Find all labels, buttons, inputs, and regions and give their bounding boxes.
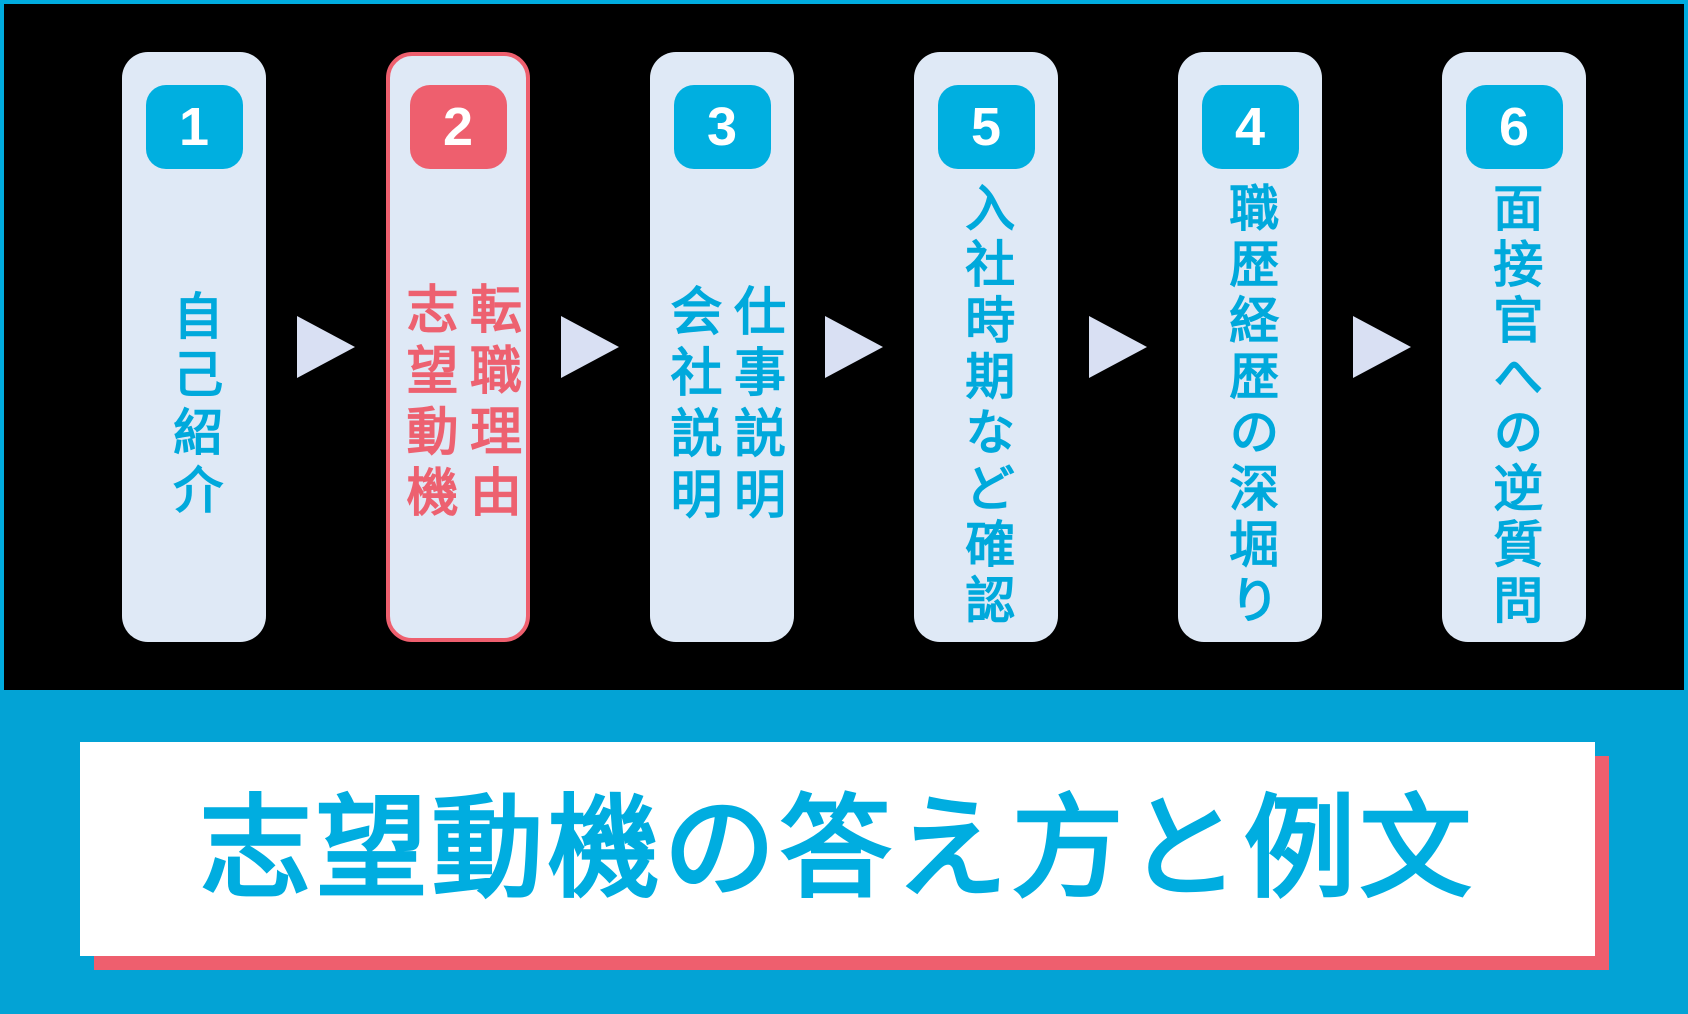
step-card-4: 5 入社時期など確認	[914, 52, 1058, 642]
flow-arrow-cell	[1322, 52, 1442, 642]
step-label-text: 仕事説明	[725, 283, 784, 528]
step-card-3: 3 仕事説明 会社説明	[650, 52, 794, 642]
title-box: 志望動機の答え方と例文	[80, 742, 1595, 956]
step-4-label-area: 入社時期など確認	[914, 169, 1058, 642]
flow-arrow-cell	[1058, 52, 1178, 642]
arrow-right-icon	[1353, 316, 1411, 378]
step-label-text-2: 会社説明	[662, 283, 720, 528]
step-label-text: 職歴経歴の深堀り	[1222, 181, 1279, 630]
step-label: 自己紹介	[163, 290, 226, 522]
step-card-5: 4 職歴経歴の深堀り	[1178, 52, 1322, 642]
step-label-text: 転職理由	[461, 281, 520, 526]
flow-arrow-cell	[266, 52, 386, 642]
step-number: 4	[1234, 97, 1266, 157]
step-number: 2	[442, 97, 474, 157]
step-1-number-badge: 1	[145, 85, 243, 169]
step-5-label-area: 職歴経歴の深堀り	[1178, 169, 1322, 642]
title-banner: 志望動機の答え方と例文	[0, 690, 1688, 1014]
step-6-label-area: 面接官への逆質問	[1442, 169, 1586, 642]
arrow-right-icon	[825, 316, 883, 378]
step-3-label-area: 仕事説明 会社説明	[650, 169, 794, 642]
step-number: 1	[178, 97, 210, 157]
step-card-6: 6 面接官への逆質問	[1442, 52, 1586, 642]
step-3-number-badge: 3	[673, 85, 771, 169]
step-number: 6	[1498, 97, 1530, 157]
step-2-number-badge: 2	[409, 85, 507, 169]
flow-arrow-cell	[530, 52, 650, 642]
step-5-number-badge: 4	[1201, 85, 1299, 169]
step-label: 入社時期など確認	[955, 182, 1018, 630]
step-label-text: 入社時期など確認	[958, 181, 1015, 630]
step-label: 職歴経歴の深堀り	[1219, 182, 1282, 630]
step-label-text: 面接官への逆質問	[1486, 181, 1543, 630]
step-2-label-area: 転職理由 志望動機	[390, 169, 526, 638]
arrow-right-icon	[1089, 316, 1147, 378]
step-label: 面接官への逆質問	[1483, 182, 1546, 630]
step-number: 3	[706, 97, 738, 157]
step-1-label-area: 自己紹介	[122, 169, 266, 642]
step-4-number-badge: 5	[937, 85, 1035, 169]
step-label: 転職理由 志望動機	[395, 282, 522, 526]
step-label-text-2: 志望動機	[398, 281, 456, 526]
interview-flow-diagram: 1 自己紹介 2 転職理由 志望動機	[0, 0, 1688, 690]
arrow-right-icon	[561, 316, 619, 378]
page-title: 志望動機の答え方と例文	[199, 786, 1476, 911]
step-card-1: 1 自己紹介	[122, 52, 266, 642]
step-label-text: 自己紹介	[166, 289, 223, 522]
step-label: 仕事説明 会社説明	[659, 284, 786, 528]
step-number: 5	[970, 97, 1002, 157]
step-card-2: 2 転職理由 志望動機	[386, 52, 530, 642]
step-6-number-badge: 6	[1465, 85, 1563, 169]
flow-arrow-cell	[794, 52, 914, 642]
arrow-right-icon	[297, 316, 355, 378]
